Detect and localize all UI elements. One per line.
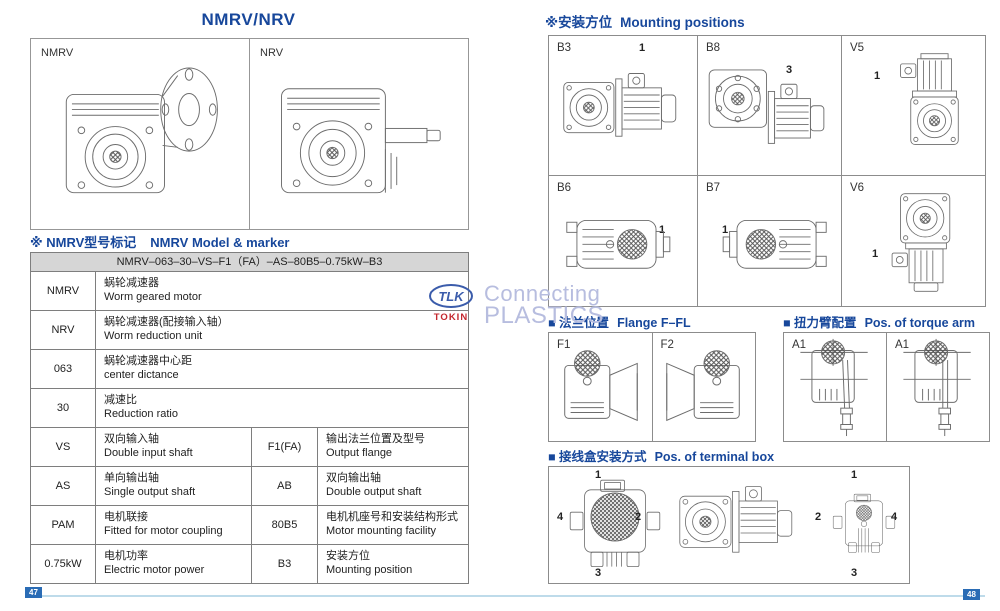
- page-title: NMRV/NRV: [201, 10, 296, 29]
- nmrv-gearbox-drawing: [65, 67, 218, 194]
- terminal-front-marker-left: 4: [557, 511, 564, 523]
- code-cell: PAM: [31, 506, 96, 544]
- model-marker-table: NMRV–063–30–VS–F1（FA）–AS–80B5–0.75kW–B3 …: [30, 252, 469, 584]
- mount-b8-drawing: [708, 69, 825, 144]
- page-number-left: 47: [25, 587, 42, 598]
- flange-f1-drawing: [564, 350, 638, 422]
- code-cell: 80B5: [252, 506, 318, 544]
- terminal-front-drawing: [569, 479, 661, 567]
- terminal-position-marker: 1: [872, 248, 879, 260]
- mount-v5-drawing: [900, 53, 959, 145]
- code-cell: NMRV: [31, 272, 96, 310]
- mount-v6-drawing: [891, 193, 951, 292]
- terminal-side-drawing: [679, 486, 793, 553]
- nrv-gearbox-drawing: [281, 88, 441, 194]
- footer-rule: [35, 595, 985, 597]
- code-cell: AS: [31, 467, 96, 505]
- terminal-position-marker: 1: [722, 224, 729, 236]
- mount-b7-drawing: [722, 219, 827, 269]
- torque-cell-a1-left: A1: [784, 333, 887, 441]
- page-number-right: 48: [963, 589, 980, 600]
- code-cell: F1(FA): [252, 428, 318, 466]
- section-title-en: NMRV Model & marker: [150, 235, 290, 250]
- terminal-position-marker: 1: [874, 70, 881, 82]
- mount-cell-b3: B3 1: [549, 36, 698, 176]
- flange-f2-drawing: [665, 350, 740, 422]
- square-bullet-icon: ■: [783, 316, 791, 330]
- figure-label-nmrv: NMRV: [41, 47, 74, 59]
- terminal-front-marker-top: 1: [595, 469, 602, 481]
- terminal-front-marker-bottom: 3: [595, 567, 602, 579]
- model-marker-section-title: ※ NMRV型号标记 NMRV Model & marker: [30, 232, 289, 251]
- mount-cell-b8: B8 3: [698, 36, 842, 176]
- desc-cell: 蜗轮减速器(配接输入轴）Worm reduction unit: [104, 316, 229, 342]
- terminal-rear-drawing: [832, 493, 896, 553]
- table-row: NRV 蜗轮减速器(配接输入轴）Worm reduction unit: [31, 311, 468, 350]
- mount-cell-b6: B6 1: [549, 176, 698, 306]
- mount-cell-v6: V6 1: [842, 176, 985, 306]
- flange-cell-f1: F1: [549, 333, 653, 441]
- terminal-box-figure: 1 4 2 3 1 2 4 3: [548, 466, 910, 584]
- mount-cell-b7: B7 1: [698, 176, 842, 306]
- square-bullet-icon: ■: [548, 316, 556, 330]
- torque-cell-a1-right: A1: [887, 333, 989, 441]
- terminal-rear-marker-right: 4: [891, 511, 898, 523]
- code-cell: 0.75kW: [31, 545, 96, 583]
- terminal-front-marker-right: 2: [635, 511, 642, 523]
- torque-a1-drawing: [903, 338, 971, 437]
- code-cell: VS: [31, 428, 96, 466]
- terminal-rear-marker-bottom: 3: [851, 567, 858, 579]
- terminal-position-marker: 1: [659, 224, 666, 236]
- figure-label-nrv: NRV: [260, 47, 284, 59]
- mount-cell-v5: V5 1: [842, 36, 985, 176]
- product-figure-box: NMRV: [30, 38, 469, 230]
- code-cell: 30: [31, 389, 96, 427]
- mounting-positions-grid: B3 1 B8: [548, 35, 986, 307]
- terminal-rear-marker-top: 1: [851, 469, 858, 481]
- square-bullet-icon: ■: [548, 450, 556, 464]
- section-title-zh: ※ NMRV型号标记: [30, 235, 137, 250]
- terminal-position-marker: 3: [786, 64, 793, 76]
- mount-b3-drawing: [563, 73, 677, 137]
- figure-cell-nrv: NRV: [250, 39, 468, 229]
- flange-cell-f2: F2: [653, 333, 756, 441]
- terminal-rear-marker-left: 2: [815, 511, 822, 523]
- flange-position-box: F1 F2: [548, 332, 756, 442]
- torque-a1-drawing: [800, 338, 868, 437]
- terminal-position-marker: 1: [639, 42, 646, 54]
- model-code-header: NMRV–063–30–VS–F1（FA）–AS–80B5–0.75kW–B3: [31, 253, 468, 272]
- mount-b6-drawing: [566, 219, 671, 269]
- torque-arm-box: A1 A1: [783, 332, 990, 442]
- figure-cell-nmrv: NMRV: [31, 39, 250, 229]
- code-cell: NRV: [31, 311, 96, 349]
- code-cell: B3: [252, 545, 318, 583]
- code-cell: AB: [252, 467, 318, 505]
- code-cell: 063: [31, 350, 96, 388]
